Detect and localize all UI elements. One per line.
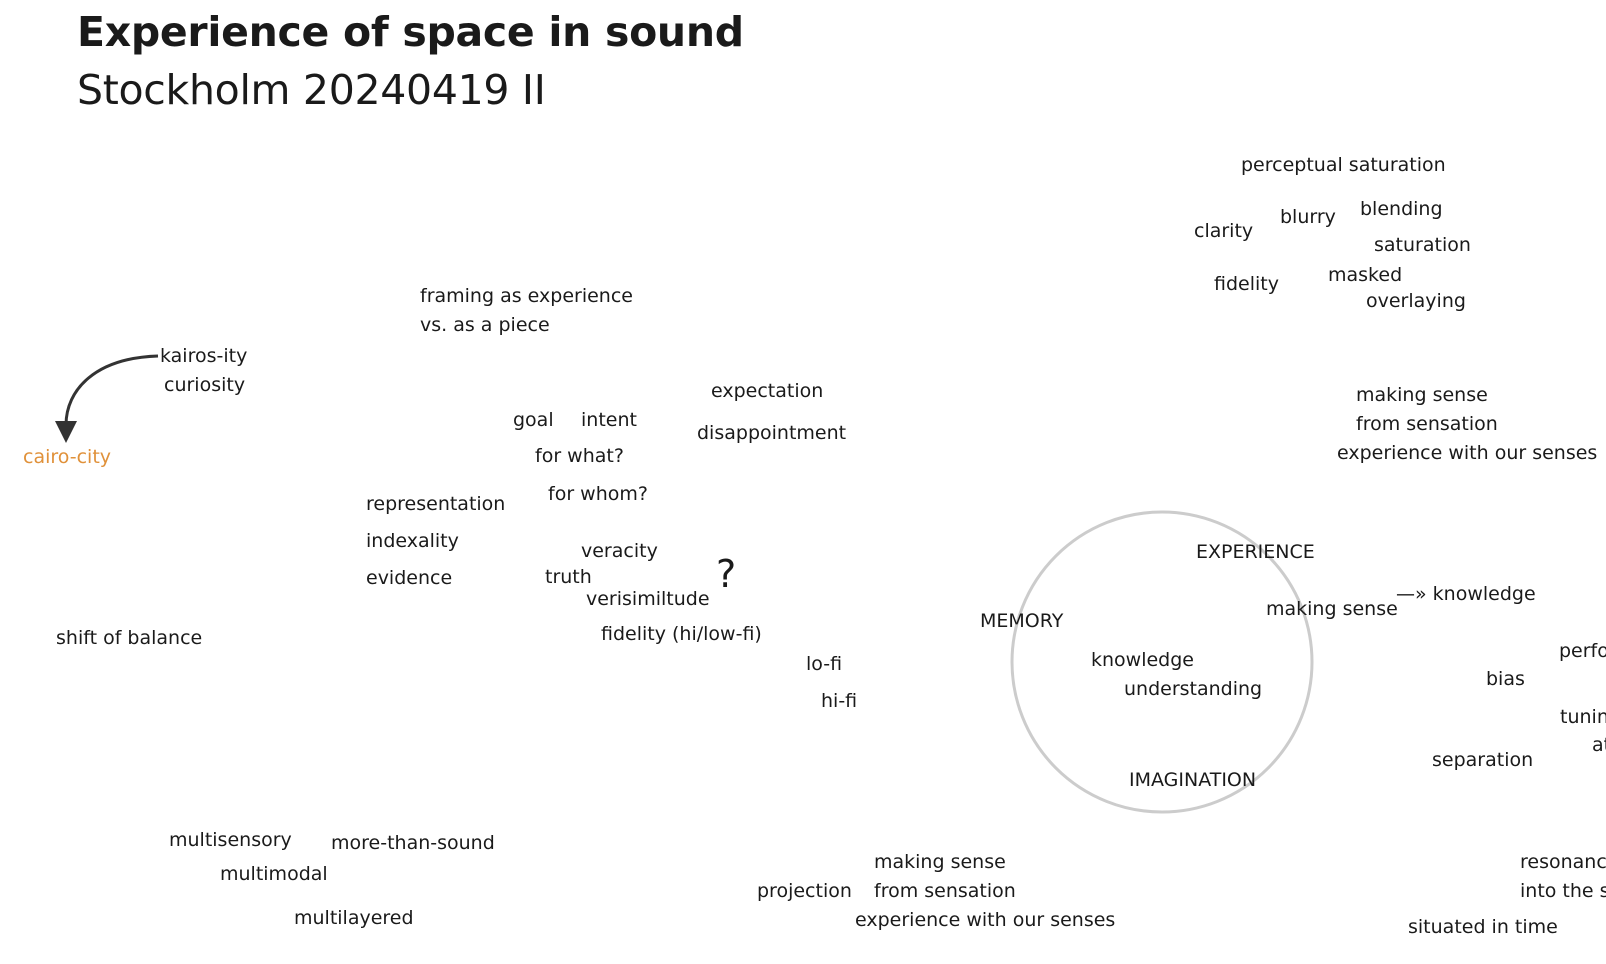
word-verisimiltude: verisimiltude xyxy=(586,588,710,610)
label-memory: MEMORY xyxy=(980,610,1064,632)
word-multilayered: multilayered xyxy=(294,907,414,929)
word-tunin: tunin xyxy=(1560,706,1606,728)
word-evidence: evidence xyxy=(366,567,453,589)
word-experience-senses-top: experience with our senses xyxy=(1337,442,1598,464)
question-mark: ? xyxy=(716,552,737,596)
word-knowledge: knowledge xyxy=(1091,649,1194,671)
word-lo-fi: lo-fi xyxy=(806,653,843,675)
word-fidelity: fidelity xyxy=(1214,273,1279,295)
label-experience: EXPERIENCE xyxy=(1196,541,1315,563)
word-curiosity: curiosity xyxy=(164,374,246,396)
word-veracity: veracity xyxy=(581,540,658,562)
label-imagination: IMAGINATION xyxy=(1129,769,1257,791)
word-indexality: indexality xyxy=(366,530,459,552)
word-making-sense-top: making sense xyxy=(1356,384,1488,406)
word-hi-fi: hi-fi xyxy=(821,690,858,712)
word-clarity: clarity xyxy=(1194,220,1254,242)
word-from-sensation-bottom: from sensation xyxy=(874,880,1016,902)
word-situated-in-time: situated in time xyxy=(1408,916,1558,938)
word-understanding: understanding xyxy=(1124,678,1263,700)
word-projection: projection xyxy=(757,880,852,902)
word-framing-line-1: framing as experience xyxy=(420,285,633,307)
page-title: Experience of space in sound xyxy=(77,8,744,56)
word-kairos-ity: kairos-ity xyxy=(160,345,248,367)
word-goal: goal xyxy=(513,409,554,431)
word-experience-senses-bottom: experience with our senses xyxy=(855,909,1116,931)
word-into-the-s: into the s xyxy=(1520,880,1606,902)
word-disappointment: disappointment xyxy=(697,422,847,444)
word-truth: truth xyxy=(545,566,592,588)
word-intent: intent xyxy=(581,409,637,431)
word-for-what: for what? xyxy=(535,445,624,467)
word-expectation: expectation xyxy=(711,380,824,402)
word-saturation: saturation xyxy=(1374,234,1471,256)
word-overlaying: overlaying xyxy=(1366,290,1466,312)
page-subtitle: Stockholm 20240419 II xyxy=(77,66,546,114)
word-arrow-knowledge: —» knowledge xyxy=(1396,583,1536,605)
word-separation: separation xyxy=(1432,749,1534,771)
word-blending: blending xyxy=(1360,198,1443,220)
word-perceptual-saturation: perceptual saturation xyxy=(1241,154,1446,176)
word-resonanc: resonanc xyxy=(1520,851,1606,873)
word-more-than-sound: more-than-sound xyxy=(331,832,495,854)
word-perfo: perfo xyxy=(1559,640,1606,662)
word-multisensory: multisensory xyxy=(169,829,292,851)
arrow-head-icon xyxy=(55,421,77,443)
word-from-sensation-top: from sensation xyxy=(1356,413,1498,435)
word-bias: bias xyxy=(1486,668,1525,690)
word-for-whom: for whom? xyxy=(548,483,648,505)
word-representation: representation xyxy=(366,493,506,515)
curved-arrow-line xyxy=(64,354,159,426)
word-multimodal: multimodal xyxy=(220,863,328,885)
word-at: at xyxy=(1592,734,1606,756)
word-shift-of-balance: shift of balance xyxy=(56,627,203,649)
word-making-sense-bottom: making sense xyxy=(874,851,1006,873)
word-making-sense: making sense xyxy=(1266,598,1398,620)
word-framing-line-2: vs. as a piece xyxy=(420,314,550,336)
word-fidelity-hi-low-fi: fidelity (hi/low-fi) xyxy=(601,623,762,645)
word-blurry: blurry xyxy=(1280,206,1336,228)
word-masked: masked xyxy=(1328,264,1403,286)
word-cairo-city: cairo-city xyxy=(23,446,112,468)
